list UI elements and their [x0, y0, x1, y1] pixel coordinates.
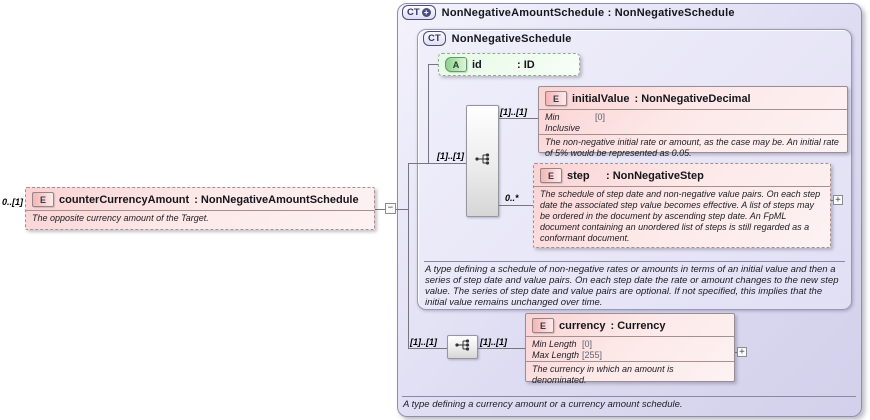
element-e-badge: E	[532, 318, 554, 333]
facet-row: Max Length [255]	[526, 350, 734, 362]
attribute-type: : ID	[517, 58, 535, 71]
inner-panel-annotation: A type defining a schedule of non-negati…	[425, 264, 839, 308]
sequence-connector	[447, 335, 478, 359]
element-header: E currency : Currency	[526, 314, 734, 336]
element-box-currency[interactable]: E currency : Currency Min Length [0] Max…	[525, 313, 735, 385]
connector-line	[735, 352, 737, 353]
element-name: currency	[559, 319, 606, 332]
element-type: : Currency	[610, 319, 666, 332]
connector-line	[497, 205, 533, 206]
connector-line	[375, 209, 385, 210]
connector-line	[476, 348, 525, 349]
complex-type-icon: CT	[423, 31, 446, 46]
cardinality-label: [1]..[1]	[410, 337, 437, 347]
attribute-box-id[interactable]: A id : ID	[438, 53, 580, 76]
connector-trunk-line	[408, 163, 409, 349]
connector-line	[408, 163, 466, 164]
facet-value: [0]	[582, 339, 593, 349]
expand-toggle-step[interactable]: +	[833, 195, 843, 205]
complex-type-extension-icon: CT +	[402, 5, 436, 20]
element-box-initialvalue[interactable]: E initialValue : NonNegativeDecimal Min …	[538, 86, 848, 158]
cardinality-label: 0..[1]	[2, 197, 24, 207]
cardinality-label: [1]..[1]	[480, 337, 507, 347]
element-header: E initialValue : NonNegativeDecimal	[539, 87, 847, 109]
element-e-badge: E	[540, 168, 562, 183]
facet-value: [0]	[595, 112, 606, 122]
panel-divider	[424, 261, 845, 262]
facet-name: Min Inclusive	[545, 112, 581, 133]
element-box-countercurrencyamount[interactable]: E counterCurrencyAmount : NonNegativeAmo…	[25, 187, 375, 230]
sequence-connector	[466, 105, 499, 217]
facet-row: Min Inclusive [0]	[539, 109, 847, 134]
facet-value: [255]	[582, 349, 603, 360]
element-e-badge: E	[545, 91, 567, 106]
element-description: The schedule of step date and non-negati…	[534, 186, 830, 247]
connector-line	[497, 118, 538, 119]
cardinality-label: [1]..[1]	[437, 151, 464, 161]
element-header: E step : NonNegativeStep	[534, 164, 830, 186]
ct-badge-label: CT	[407, 7, 420, 18]
expand-toggle-currency[interactable]: +	[737, 347, 747, 357]
element-type: : NonNegativeAmountSchedule	[194, 193, 359, 206]
element-header: E counterCurrencyAmount : NonNegativeAmo…	[26, 188, 374, 210]
cardinality-label: 0..*	[505, 193, 519, 203]
ct-badge-label: CT	[428, 33, 441, 44]
element-name: initialValue	[572, 92, 630, 105]
connector-line	[428, 64, 429, 164]
attribute-name: id	[472, 58, 482, 71]
outer-panel-header: CT + NonNegativeAmountSchedule : NonNega…	[402, 5, 735, 20]
inner-panel-title: NonNegativeSchedule	[451, 32, 572, 45]
connector-line	[396, 209, 409, 210]
element-description: The opposite currency amount of the Targ…	[26, 210, 374, 227]
connector-line	[428, 64, 438, 65]
element-name: counterCurrencyAmount	[59, 193, 190, 206]
outer-panel-annotation: A type defining a currency amount or a c…	[403, 399, 683, 410]
outer-panel-title: NonNegativeAmountSchedule : NonNegativeS…	[441, 6, 735, 19]
attribute-header: A id : ID	[439, 54, 579, 75]
plus-icon: +	[421, 8, 431, 17]
cardinality-label: [1]..[1]	[500, 107, 527, 117]
collapse-toggle[interactable]: −	[385, 203, 396, 214]
facet-name: Max Length	[532, 349, 580, 360]
element-description: The non-negative initial rate or amount,…	[539, 134, 847, 162]
element-type: : NonNegativeStep	[606, 169, 704, 182]
connector-line	[408, 348, 447, 349]
facet-row: Min Length [0]	[526, 336, 734, 350]
attribute-a-badge: A	[445, 57, 467, 72]
element-e-badge: E	[32, 192, 54, 207]
panel-divider	[402, 396, 856, 397]
facet-name: Min Length	[532, 339, 577, 349]
connector-line	[831, 200, 833, 201]
element-name: step	[567, 169, 590, 182]
element-description: The currency in which an amount is denom…	[526, 361, 734, 389]
element-box-step[interactable]: E step : NonNegativeStep The schedule of…	[533, 163, 831, 248]
sequence-icon	[474, 152, 491, 170]
inner-panel-header: CT NonNegativeSchedule	[423, 31, 572, 46]
element-type: : NonNegativeDecimal	[634, 92, 751, 105]
sequence-icon	[454, 338, 471, 356]
